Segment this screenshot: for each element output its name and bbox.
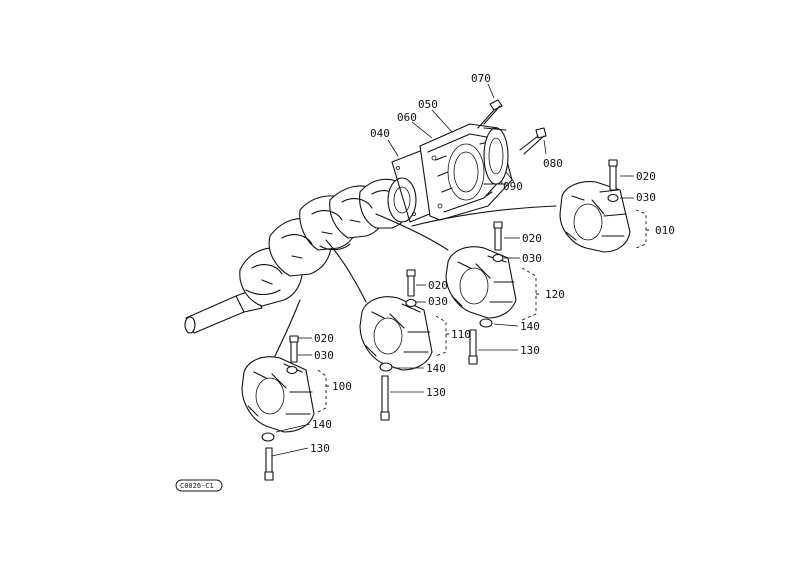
bolt-020-b [493,221,503,251]
callout-070: 070 [471,72,491,85]
bolt-130-b [468,329,478,365]
callout-050: 050 [418,98,438,111]
bearing-case-120 [445,246,517,319]
callout-130-c: 130 [426,386,446,399]
callout-040: 040 [370,127,390,140]
bolt-130-d [264,447,274,481]
diagram-code-stamp: C0026-C1 [175,479,223,492]
bearing-case-100 [241,356,315,433]
callout-060: 060 [397,111,417,124]
callout-130-d: 130 [310,442,330,455]
callout-140-d: 140 [312,418,332,431]
washer-140-c [379,362,393,372]
bolt-080 [519,127,547,155]
leader-010 [411,205,557,227]
callout-140-b: 140 [520,320,540,333]
callout-110: 110 [451,328,471,341]
diagram-code: C0026-C1 [180,482,214,490]
washer-030-b [492,253,504,263]
bolt-020-c [406,269,416,297]
callout-120: 120 [545,288,565,301]
callout-010: 010 [655,224,675,237]
washer-030-c [405,298,417,308]
callout-080: 080 [543,157,563,170]
bearing-case-110 [359,296,433,371]
callout-140-c: 140 [426,362,446,375]
callout-030-d: 030 [314,349,334,362]
leader-100 [271,299,301,363]
label-leaders [271,83,634,457]
callout-090: 090 [503,180,523,193]
bracket-010 [635,209,652,249]
bolt-130-c [380,375,390,421]
washer-140-b [479,318,493,328]
bracket-100 [317,369,330,413]
leader-120 [375,213,449,251]
callout-020-b: 020 [522,232,542,245]
oil-seal-090 [483,127,509,185]
leader-110 [325,239,367,303]
callout-130-b: 130 [520,344,540,357]
washer-030-a [607,193,619,203]
callout-030-a: 030 [636,191,656,204]
callout-020-c: 020 [428,279,448,292]
bolt-020-a [608,159,618,191]
bearing-case-010 [559,181,631,253]
bolt-070 [477,99,503,129]
bracket-110 [435,315,450,357]
callout-030-c: 030 [428,295,448,308]
bolt-020-d [289,335,299,363]
bracket-120 [521,267,542,321]
crankshaft [184,177,417,334]
washer-030-d [286,365,298,375]
callout-020-a: 020 [636,170,656,183]
callout-030-b: 030 [522,252,542,265]
callout-100: 100 [332,380,352,393]
callout-020-d: 020 [314,332,334,345]
washer-140-d [261,432,275,442]
